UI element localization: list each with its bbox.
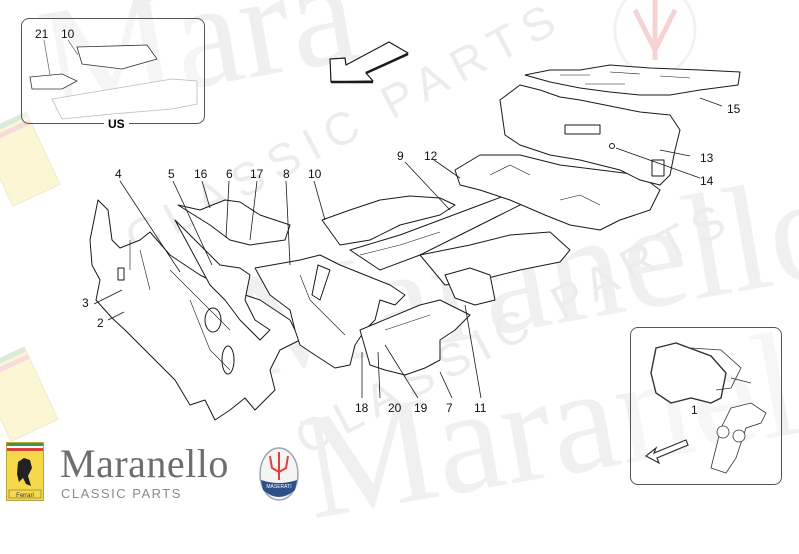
callout-15[interactable]: 15 bbox=[727, 102, 741, 116]
svg-text:MASERATI: MASERATI bbox=[266, 484, 291, 490]
us-variant-label: US bbox=[104, 117, 129, 131]
callout-4[interactable]: 4 bbox=[115, 167, 122, 181]
callout-19[interactable]: 19 bbox=[414, 401, 428, 415]
us-variant-inset bbox=[21, 18, 205, 124]
us-inset-drawing bbox=[29, 44, 198, 120]
callout-14[interactable]: 14 bbox=[700, 174, 714, 188]
part-13-rear-bulkhead bbox=[499, 84, 681, 186]
svg-text:Ferrari: Ferrari bbox=[16, 493, 34, 499]
callout-3[interactable]: 3 bbox=[82, 296, 89, 310]
callout-12[interactable]: 12 bbox=[424, 149, 438, 163]
callout-18[interactable]: 18 bbox=[355, 401, 369, 415]
callout-17[interactable]: 17 bbox=[250, 167, 264, 181]
part-12-rear-floor bbox=[454, 154, 661, 231]
pedal-box-inset bbox=[630, 327, 782, 485]
callout-11[interactable]: 11 bbox=[474, 401, 487, 415]
part-8-tunnel-insulation bbox=[254, 254, 406, 369]
callout-13[interactable]: 13 bbox=[700, 151, 714, 165]
callout-1[interactable]: 1 bbox=[691, 403, 698, 417]
callout-8[interactable]: 8 bbox=[283, 167, 290, 181]
brand-name: Maranello bbox=[60, 441, 229, 486]
parts-diagram bbox=[43, 39, 741, 421]
part-10-floor-panel bbox=[321, 195, 456, 246]
brand-tagline: CLASSIC PARTS bbox=[61, 486, 182, 501]
part-11-tab bbox=[444, 267, 496, 306]
pedal-inset-drawing bbox=[644, 342, 767, 474]
part-7-floor-panel bbox=[359, 299, 471, 376]
maserati-badge-logo: MASERATI bbox=[259, 447, 299, 501]
ferrari-badge-logo: Ferrari bbox=[6, 442, 44, 501]
callout-2[interactable]: 2 bbox=[97, 316, 104, 330]
callout-5[interactable]: 5 bbox=[168, 167, 175, 181]
callout-6[interactable]: 6 bbox=[226, 167, 233, 181]
callout-20[interactable]: 20 bbox=[388, 401, 402, 415]
callout-10[interactable]: 10 bbox=[308, 167, 322, 181]
callout-9[interactable]: 9 bbox=[397, 149, 404, 163]
callout-21-us[interactable]: 21 bbox=[35, 27, 49, 41]
part-16-panel bbox=[177, 199, 291, 246]
part-15-top-sheet bbox=[524, 64, 741, 96]
direction-arrow-icon bbox=[329, 41, 409, 83]
callout-10-us[interactable]: 10 bbox=[61, 27, 75, 41]
part-5-6-panel bbox=[174, 219, 271, 341]
callout-16[interactable]: 16 bbox=[194, 167, 208, 181]
callout-7[interactable]: 7 bbox=[446, 401, 453, 415]
